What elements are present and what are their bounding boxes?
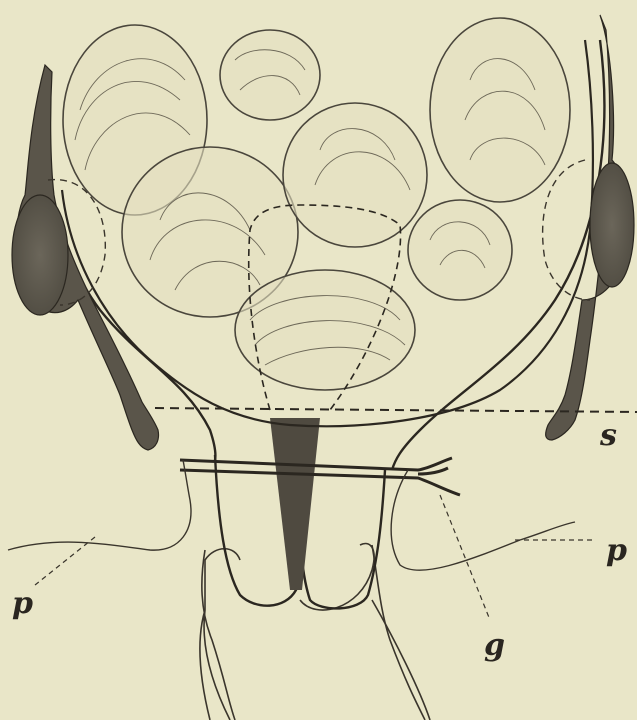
fibroid-center: [283, 103, 427, 247]
label-g: g: [484, 628, 505, 663]
label-s: s: [599, 418, 617, 453]
label-p-left: p: [12, 586, 33, 621]
left-ovary: [12, 195, 68, 315]
label-p-right: p: [606, 533, 627, 568]
fibroid-top-center: [220, 30, 320, 120]
right-ovary: [590, 163, 634, 287]
fibroid-top-right: [430, 18, 570, 202]
fibroid-lower-center: [235, 270, 415, 390]
